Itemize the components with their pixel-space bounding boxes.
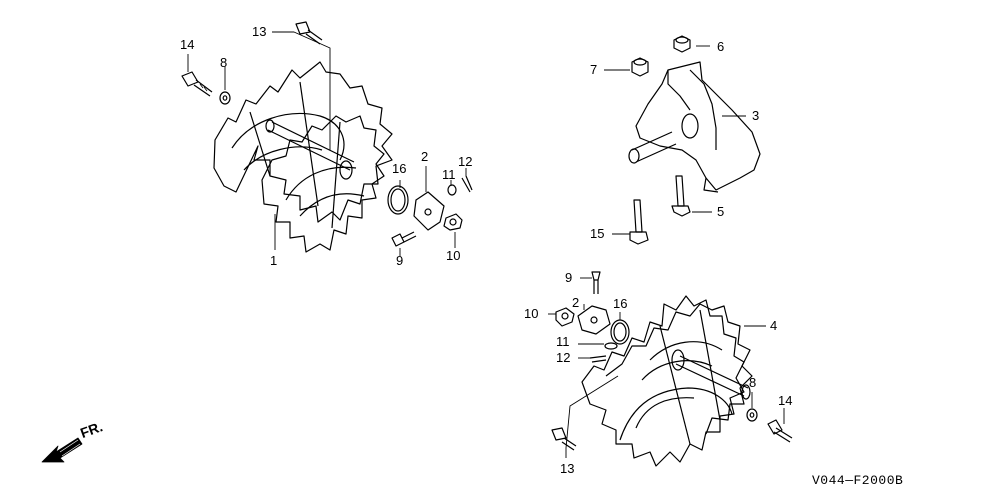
auger-left-blade-3 (285, 166, 357, 201)
bolt-9-right (591, 271, 601, 294)
auger-right-hub (741, 384, 751, 400)
auger-left-blade-2 (243, 146, 323, 171)
callout-3: 3 (752, 108, 760, 123)
callout-13-bottom: 13 (560, 461, 575, 476)
nut-10-left (443, 213, 463, 231)
callout-9-right: 9 (565, 270, 573, 285)
washer-8-left (219, 91, 231, 105)
collar-2-right (577, 305, 611, 335)
bolt-9-left (391, 231, 417, 247)
callout-13-top: 13 (252, 24, 267, 39)
auger-left-spoke-1 (249, 111, 271, 177)
bolt-5 (671, 175, 691, 217)
callout-16-left: 16 (392, 161, 407, 176)
auger-left-blade-4 (299, 193, 365, 217)
callout-15: 15 (590, 226, 605, 241)
auger-left (213, 61, 393, 253)
auger-left-spoke-3 (331, 121, 341, 229)
washer-8-right (746, 408, 758, 422)
seal-16-left (387, 185, 409, 215)
leader-lines (187, 31, 785, 458)
auger-left-shaft (267, 121, 355, 171)
callout-14-right: 14 (778, 393, 793, 408)
auger-left-blade-1 (231, 112, 345, 161)
callout-12-left: 12 (458, 154, 473, 169)
callout-6: 6 (717, 39, 725, 54)
washer-11-left (447, 184, 457, 196)
callout-2-left: 2 (421, 149, 429, 164)
callout-8-left: 8 (220, 55, 228, 70)
callout-8-right: 8 (749, 375, 757, 390)
auger-right (581, 295, 753, 467)
callout-12-right: 12 (556, 350, 571, 365)
callout-7: 7 (590, 62, 598, 77)
bracket-shaft (631, 131, 677, 163)
washer-11-right (604, 342, 618, 350)
bolt-14-left (181, 71, 213, 97)
callout-1: 1 (270, 253, 278, 268)
auger-right-blade-4 (641, 360, 713, 381)
bolt-13-bottom (551, 427, 577, 451)
auger-left-spoke-2 (299, 81, 319, 207)
pin-12-left (461, 175, 473, 193)
callout-16-right: 16 (613, 296, 628, 311)
auger-left-front-ring (261, 115, 385, 253)
auger-right-blade-3 (649, 341, 723, 361)
callout-11-right: 11 (556, 334, 570, 349)
nut-6 (673, 35, 691, 53)
callout-2-right: 2 (572, 295, 580, 310)
callout-5: 5 (717, 204, 725, 219)
collar-2-left (413, 191, 445, 231)
pin-12-right (589, 355, 607, 363)
auger-left-hub (339, 160, 353, 180)
callout-10-right: 10 (524, 306, 539, 321)
bracket-body (635, 61, 761, 191)
auger-right-shaft (675, 355, 749, 397)
callout-9-left: 9 (396, 253, 404, 268)
auger-right-spoke-2 (699, 309, 721, 421)
nut-7 (631, 57, 649, 77)
bolt-15 (629, 199, 649, 245)
front-direction-arrow-icon (41, 437, 83, 463)
callout-4: 4 (770, 318, 778, 333)
auger-right-blade-2 (635, 397, 695, 429)
nut-10-right (555, 307, 575, 327)
bolt-14-right (767, 419, 793, 443)
auger-left-outer-ring (213, 61, 393, 223)
callout-10-left: 10 (446, 248, 461, 263)
callout-11-left: 11 (442, 167, 456, 182)
auger-right-outer-ring (581, 295, 745, 467)
diagram-code: V044—F2000B (812, 473, 904, 488)
auger-right-front-ring (605, 303, 753, 435)
callout-14-left: 14 (180, 37, 195, 52)
auger-right-spoke-1 (659, 325, 691, 445)
auger-bracket (628, 61, 761, 193)
bolt-13-top (295, 21, 323, 45)
bracket-shaft-end (628, 148, 640, 164)
auger-right-blade-1 (619, 387, 733, 441)
